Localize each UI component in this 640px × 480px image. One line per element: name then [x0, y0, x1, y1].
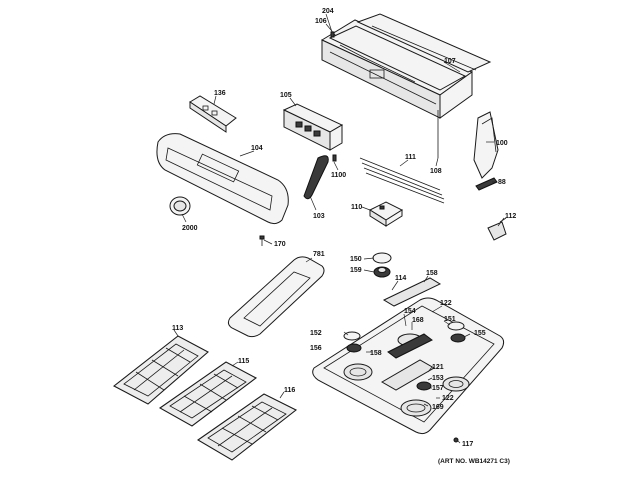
label-103: 103 [313, 213, 325, 220]
griddle-781 [227, 256, 325, 338]
overlay-136 [189, 95, 237, 133]
label-104: 104 [251, 145, 263, 152]
label-170: 170 [274, 241, 286, 248]
label-153: 153 [432, 375, 444, 382]
label-1100: 1100 [331, 172, 346, 179]
wire-harness-103 [303, 155, 329, 200]
label-108: 108 [430, 168, 442, 175]
label-100: 100 [496, 140, 508, 147]
label-115: 115 [238, 358, 249, 365]
burner-154 [387, 333, 433, 359]
grate-113 [112, 335, 209, 405]
label-110: 110 [351, 204, 362, 211]
label-781: 781 [313, 251, 325, 258]
label-155: 155 [474, 330, 486, 337]
control-panel-104 [156, 133, 289, 225]
burner-cap-150 [372, 252, 392, 264]
screw-170 [259, 235, 265, 246]
label-116: 116 [284, 387, 295, 394]
label-168: 168 [412, 317, 424, 324]
label-106: 106 [315, 18, 327, 25]
label-113: 113 [172, 325, 183, 332]
igniter-wires-111 [359, 157, 445, 204]
label-156: 156 [310, 345, 322, 352]
burner-cap-151 [447, 321, 465, 331]
screw-1100 [332, 154, 337, 162]
art-number: (ART NO. WB14271 C3) [438, 458, 510, 465]
control-board-105 [282, 103, 344, 151]
label-151: 151 [444, 316, 456, 323]
grate-115 [158, 361, 258, 427]
label-159: 159 [350, 267, 362, 274]
switch-112 [487, 217, 507, 241]
label-122b: 122 [442, 395, 454, 402]
screw-117 [453, 437, 459, 443]
label-88: 88 [498, 179, 506, 186]
label-136: 136 [214, 90, 226, 97]
burner-head-156 [346, 343, 362, 353]
label-122a: 122 [440, 300, 452, 307]
callout-labels: 204 106 107 136 105 100 104 111 108 1100… [172, 8, 516, 465]
label-114: 114 [395, 275, 406, 282]
knob-2000 [169, 196, 191, 216]
label-117: 117 [462, 441, 473, 448]
end-cap-100 [473, 111, 499, 179]
label-112: 112 [505, 213, 516, 220]
clip-88 [475, 177, 498, 191]
label-105: 105 [280, 92, 292, 99]
label-107: 107 [444, 58, 456, 65]
label-158a: 158 [426, 270, 438, 277]
leader-lines [173, 13, 505, 444]
spark-module-110 [368, 201, 404, 227]
backsplash-assembly [320, 13, 492, 119]
burner-head-159 [373, 266, 391, 278]
burner-cap-152 [343, 331, 361, 341]
label-157: 157 [432, 385, 444, 392]
grate-116 [196, 393, 298, 461]
burner-head-157 [416, 381, 432, 391]
label-152: 152 [310, 330, 322, 337]
label-2000: 2000 [182, 225, 198, 232]
label-204: 204 [322, 8, 334, 15]
burner-plate-158 [382, 277, 442, 307]
burner-head-155 [450, 333, 466, 343]
label-150: 150 [350, 256, 362, 263]
label-158b: 158 [370, 350, 382, 357]
label-154: 154 [404, 308, 416, 315]
label-121: 121 [432, 364, 444, 371]
label-169: 169 [432, 404, 444, 411]
label-111: 111 [405, 154, 416, 161]
cooktop [312, 297, 505, 435]
